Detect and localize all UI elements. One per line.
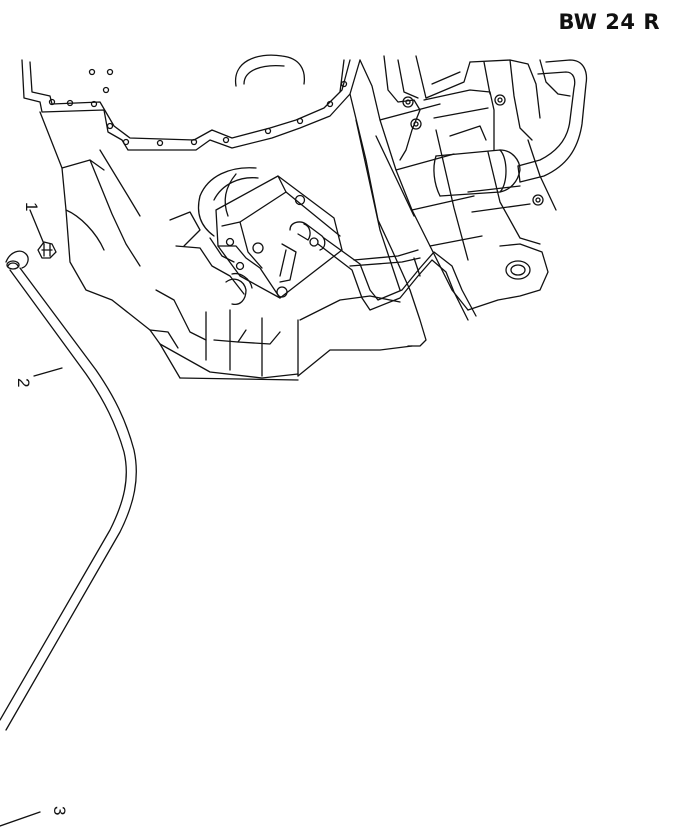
part-1-fitting — [37, 241, 57, 259]
part-2-hose — [0, 250, 137, 731]
page-title: BW 24 R — [558, 10, 660, 34]
callout-1: 1 — [22, 202, 41, 211]
leader-lines — [0, 209, 63, 827]
callout-3: 3 — [50, 806, 69, 815]
callout-2: 2 — [14, 378, 33, 387]
starter-assembly — [169, 167, 343, 306]
pipe-line — [317, 237, 477, 321]
engine-housing — [21, 54, 588, 381]
